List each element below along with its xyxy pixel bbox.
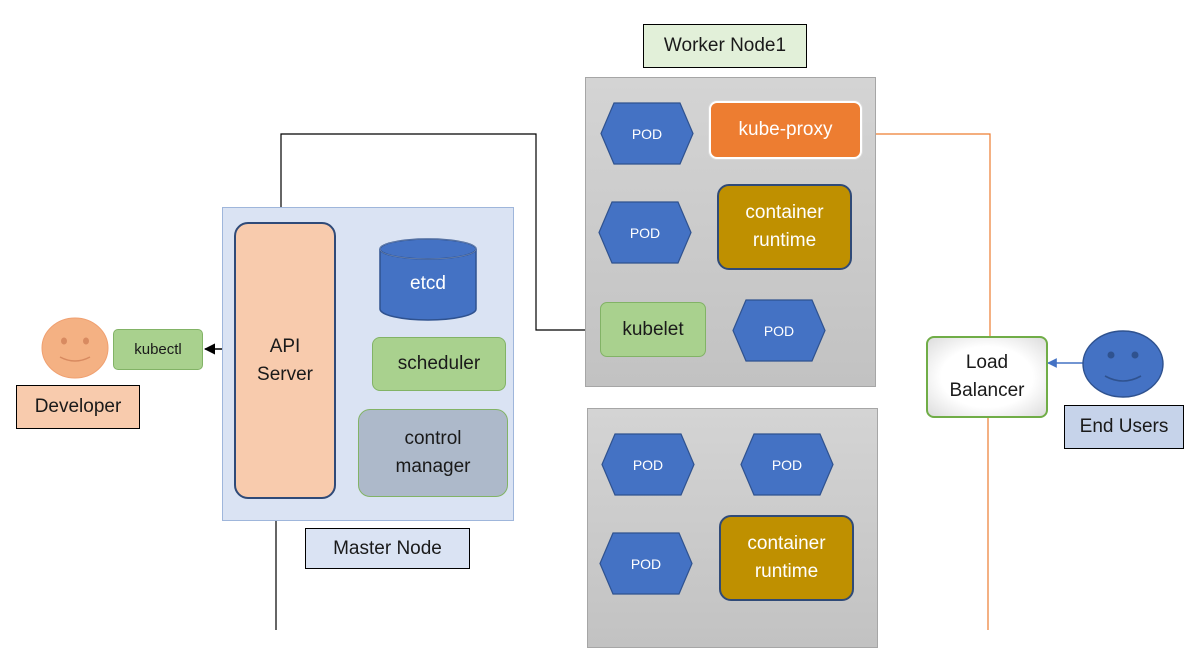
load-balancer-box: Load Balancer (926, 336, 1048, 418)
load-balancer-label-2: Balancer (949, 380, 1025, 401)
proxy-lb-connector (860, 133, 991, 338)
pod-hexagon-6 (599, 532, 693, 595)
developer-smiley-icon (41, 317, 109, 379)
kubelet-box: kubelet (600, 302, 706, 357)
load-balancer-label-1: Load (965, 352, 1009, 373)
pod-label-5: POD (771, 456, 803, 473)
pod-hexagon-3 (732, 299, 826, 362)
master-node-label: Master Node (305, 528, 470, 569)
worker-node1-label: Worker Node1 (643, 24, 807, 68)
pod-label-2: POD (629, 224, 661, 241)
api-server: API Server (234, 222, 336, 499)
pod-label-1: POD (631, 125, 663, 142)
pod-label-6: POD (630, 555, 662, 572)
kubelet-api-connector (276, 133, 601, 335)
etcd-label: etcd (410, 273, 446, 294)
container-runtime-box-1: container runtime (717, 184, 852, 270)
pod-label-3: POD (763, 322, 795, 339)
scheduler-box: scheduler (372, 337, 506, 391)
api-server-label-1: API (269, 335, 301, 357)
kube-proxy-box: kube-proxy (709, 101, 862, 159)
end-users-label: End Users (1064, 405, 1184, 449)
container-runtime-label-2b: runtime (754, 561, 819, 582)
api-server-label-2: Server (257, 363, 313, 385)
container-runtime-label-2a: container (747, 533, 826, 554)
controller-label-1: control (404, 428, 462, 449)
developer-label: Developer (16, 385, 140, 429)
container-runtime-box-2: container runtime (719, 515, 854, 601)
container-runtime-label-1b: runtime (752, 230, 817, 251)
pod-label-4: POD (632, 456, 664, 473)
kubectl-box: kubectl (113, 329, 203, 370)
pod-hexagon-4 (601, 433, 695, 496)
controller-manager-box: control manager (358, 409, 508, 497)
etcd-cylinder (379, 238, 477, 321)
pod-hexagon-2 (598, 201, 692, 264)
container-runtime-label-1a: container (745, 202, 824, 223)
pod-hexagon-5 (740, 433, 834, 496)
end-users-smiley-icon (1082, 330, 1164, 398)
pod-hexagon-1 (600, 102, 694, 165)
controller-label-2: manager (395, 456, 471, 477)
